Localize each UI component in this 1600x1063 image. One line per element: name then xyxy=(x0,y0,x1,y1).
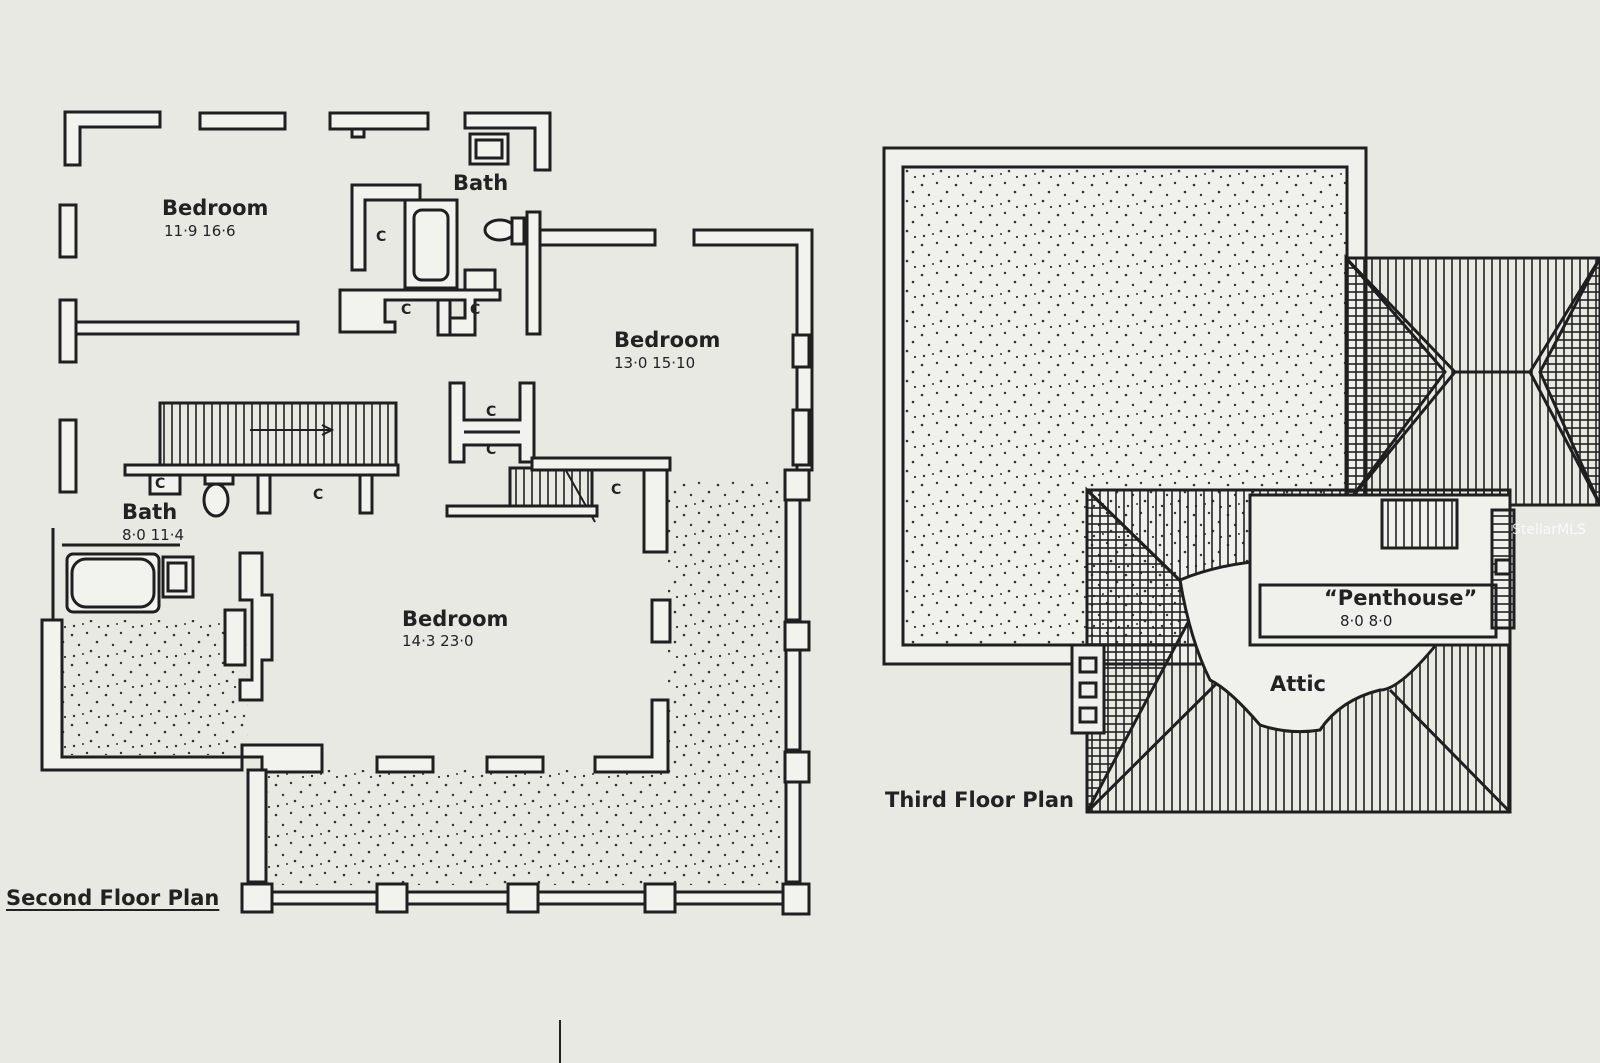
second-floor-plan xyxy=(40,110,814,916)
bedroom-main-dims: 14·3 23·0 xyxy=(402,632,474,650)
bedroom-nw-label: Bedroom xyxy=(162,196,269,220)
terrace-west xyxy=(62,620,248,755)
terrace-south xyxy=(268,770,788,885)
closet-label: C xyxy=(376,229,387,245)
bath-west-dims: 8·0 11·4 xyxy=(122,526,185,544)
closet-label: C xyxy=(470,302,481,318)
closet-label: C xyxy=(401,302,412,318)
second-floor-title: Second Floor Plan xyxy=(6,886,220,910)
penthouse-dims: 8·0 8·0 xyxy=(1340,612,1393,630)
terrace-east xyxy=(668,478,788,770)
bath-top-label: Bath xyxy=(453,171,509,195)
third-floor-plan xyxy=(882,146,1600,814)
chimney xyxy=(1070,643,1106,735)
closet-label: C xyxy=(611,482,622,498)
bath-west-label: Bath xyxy=(122,500,178,524)
bedroom-main-label: Bedroom xyxy=(402,607,509,631)
third-floor-title: Third Floor Plan xyxy=(885,788,1074,812)
watermark: StellarMLS xyxy=(1512,522,1586,538)
bedroom-ne-label: Bedroom xyxy=(614,328,721,352)
bedroom-ne-dims: 13·0 15·10 xyxy=(614,354,696,372)
bedroom-nw-dims: 11·9 16·6 xyxy=(164,222,236,240)
attic-label: Attic xyxy=(1270,672,1326,696)
closet-label: C xyxy=(313,487,324,503)
penthouse-label: “Penthouse” xyxy=(1324,586,1478,610)
closet-label: C xyxy=(486,404,497,420)
closet-label: C xyxy=(486,442,497,458)
closet-label: C xyxy=(155,476,166,492)
